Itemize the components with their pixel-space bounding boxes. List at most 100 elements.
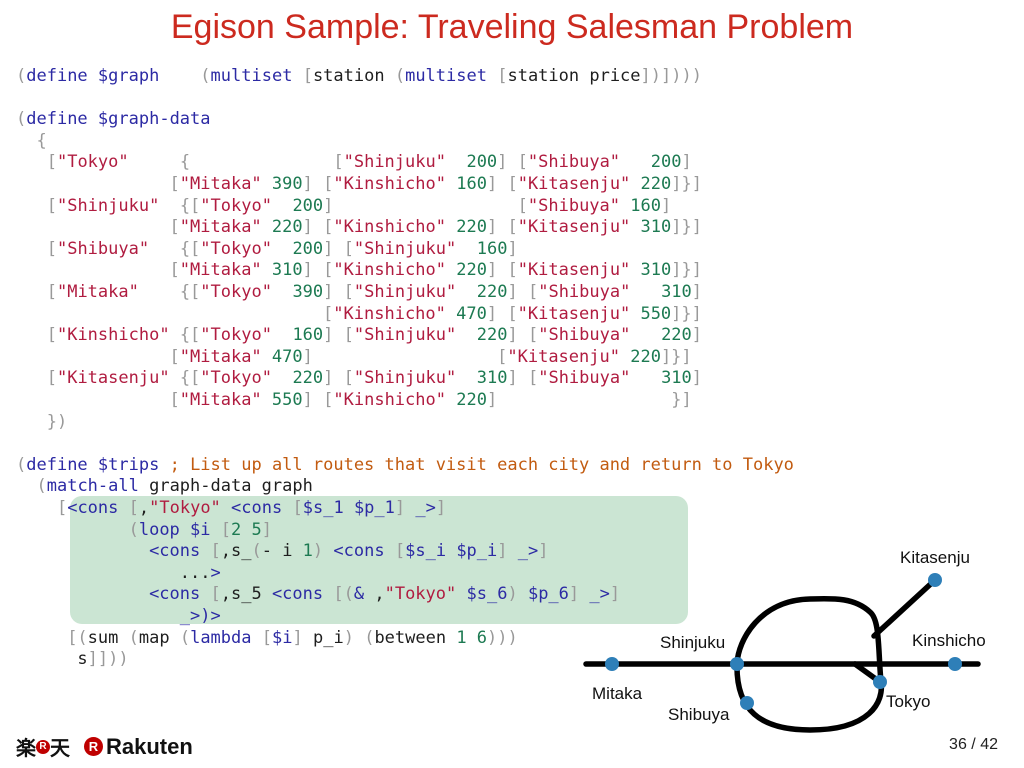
code-token: "Kitasenju" bbox=[507, 346, 620, 367]
code-line: (define $graph (multiset [station (multi… bbox=[16, 66, 702, 88]
code-token: define bbox=[26, 66, 88, 86]
code-token: [ bbox=[527, 368, 539, 389]
code-token: 390 bbox=[292, 282, 324, 302]
code-line: ["Kinshicho" {["Tokyo" 160] ["Shinjuku" … bbox=[16, 325, 702, 347]
code-token: ( bbox=[36, 476, 47, 497]
code-token: "Tokyo" bbox=[200, 282, 272, 302]
code-token: ])]))) bbox=[640, 66, 702, 86]
code-token: [ bbox=[517, 152, 528, 173]
code-token: [ bbox=[527, 325, 539, 346]
rakuten-r-mark: R bbox=[84, 737, 103, 756]
code-token: "Shinjuku" bbox=[343, 152, 446, 173]
code-token: [ bbox=[323, 303, 334, 324]
code-token: "Kinshicho" bbox=[333, 217, 446, 238]
code-line: _>)> bbox=[16, 606, 221, 628]
code-token: ]}] bbox=[660, 346, 692, 367]
code-line: <cons [,s_5 <cons [(& ,"Tokyo" $s_6) $p_… bbox=[16, 584, 620, 606]
code-token: ... bbox=[179, 562, 211, 583]
code-token: ]])) bbox=[87, 649, 129, 670]
code-token: <cons bbox=[149, 541, 201, 562]
code-line: { bbox=[16, 131, 46, 153]
code-token: 1 6 bbox=[456, 627, 488, 648]
code-token: ] bbox=[292, 627, 303, 648]
code-token: map bbox=[138, 627, 180, 648]
station-node-shinjuku bbox=[730, 657, 744, 671]
code-token: 220 bbox=[271, 217, 303, 238]
code-token: multiset bbox=[210, 66, 293, 86]
code-token: $i bbox=[272, 627, 293, 648]
code-token: [ bbox=[507, 217, 518, 238]
code-token: 470 bbox=[456, 303, 487, 324]
code-token: [ bbox=[169, 390, 180, 410]
code-token: ] bbox=[435, 498, 447, 518]
code-line: ...> bbox=[16, 563, 221, 585]
code-token: ] bbox=[323, 368, 334, 389]
code-token: "Shibuya" bbox=[538, 325, 631, 346]
code-token: 310 bbox=[640, 260, 672, 281]
code-token: [ bbox=[210, 584, 221, 605]
code-token: "Tokyo" bbox=[200, 368, 272, 389]
code-token: {[ bbox=[179, 238, 201, 259]
code-token: "Shibuya" bbox=[538, 282, 631, 302]
code-token: 160 bbox=[456, 174, 487, 194]
code-token: ,s_ bbox=[220, 541, 252, 562]
code-line: <cons [,s_(- i 1) <cons [$s_i $p_i] _>] bbox=[16, 541, 549, 563]
code-token: [( bbox=[67, 627, 88, 648]
code-token: ] bbox=[302, 174, 313, 194]
code-token: ) bbox=[312, 541, 324, 562]
code-token: ) bbox=[343, 627, 354, 648]
code-token: > bbox=[528, 541, 539, 562]
code-token: ))) bbox=[487, 627, 518, 648]
code-token: "Kinshicho" bbox=[333, 174, 446, 194]
code-token: 220 bbox=[456, 390, 487, 410]
code-line: (define $trips ; List up all routes that… bbox=[16, 455, 794, 477]
code-token: _ bbox=[517, 541, 529, 562]
code-token: "Kinshicho" bbox=[333, 260, 446, 281]
code-token: "Tokyo" bbox=[149, 498, 221, 518]
code-line: ["Mitaka" 470] ["Kitasenju" 220]}] bbox=[16, 347, 692, 369]
code-token: [ bbox=[46, 238, 57, 259]
code-line: }) bbox=[16, 412, 67, 434]
code-token: [ bbox=[394, 541, 406, 562]
code-token: 160 bbox=[292, 325, 324, 346]
station-node-tokyo bbox=[873, 675, 887, 689]
code-token: ( bbox=[16, 109, 27, 130]
code-token: 310 bbox=[271, 260, 303, 281]
code-token: [ bbox=[323, 260, 334, 281]
code-token: loop bbox=[138, 519, 180, 540]
code-token: "Mitaka" bbox=[179, 346, 262, 367]
map-line-loop bbox=[734, 595, 885, 733]
code-token: "Tokyo" bbox=[56, 152, 129, 173]
code-token: ] bbox=[302, 217, 313, 238]
station-label-tokyo: Tokyo bbox=[886, 692, 931, 711]
code-token: ] bbox=[497, 541, 508, 562]
code-token: 310 bbox=[661, 282, 692, 302]
code-token: [ bbox=[333, 152, 344, 173]
code-token: station bbox=[312, 66, 395, 86]
code-token: 200 bbox=[650, 152, 682, 173]
code-token: [ bbox=[128, 498, 139, 518]
code-token: [( bbox=[333, 584, 354, 605]
code-token: define bbox=[26, 109, 88, 130]
code-token: p_i bbox=[302, 627, 344, 648]
code-token: [ bbox=[323, 217, 334, 238]
code-token: [ bbox=[46, 325, 57, 346]
code-token: "Tokyo" bbox=[200, 325, 272, 346]
code-line: ["Mitaka" 220] ["Kinshicho" 220] ["Kitas… bbox=[16, 217, 702, 239]
slide-title: Egison Sample: Traveling Salesman Proble… bbox=[170, 8, 854, 46]
station-node-kitasenju bbox=[928, 573, 942, 587]
code-token: ) bbox=[507, 584, 518, 605]
code-token: ] bbox=[538, 541, 549, 562]
code-token: ] bbox=[394, 498, 406, 518]
code-token: [ bbox=[343, 282, 354, 302]
code-token: [ bbox=[46, 368, 57, 389]
code-token: ( bbox=[179, 627, 191, 648]
code-token: ( bbox=[128, 519, 139, 540]
code-token: [ bbox=[261, 627, 272, 648]
code-token: "Shinjuku" bbox=[353, 238, 457, 259]
code-line: s]])) bbox=[16, 649, 129, 671]
code-token: "Tokyo" bbox=[200, 238, 272, 259]
code-token: ] bbox=[486, 174, 498, 194]
page-separator: / bbox=[971, 736, 976, 753]
code-token: ] bbox=[507, 368, 518, 389]
